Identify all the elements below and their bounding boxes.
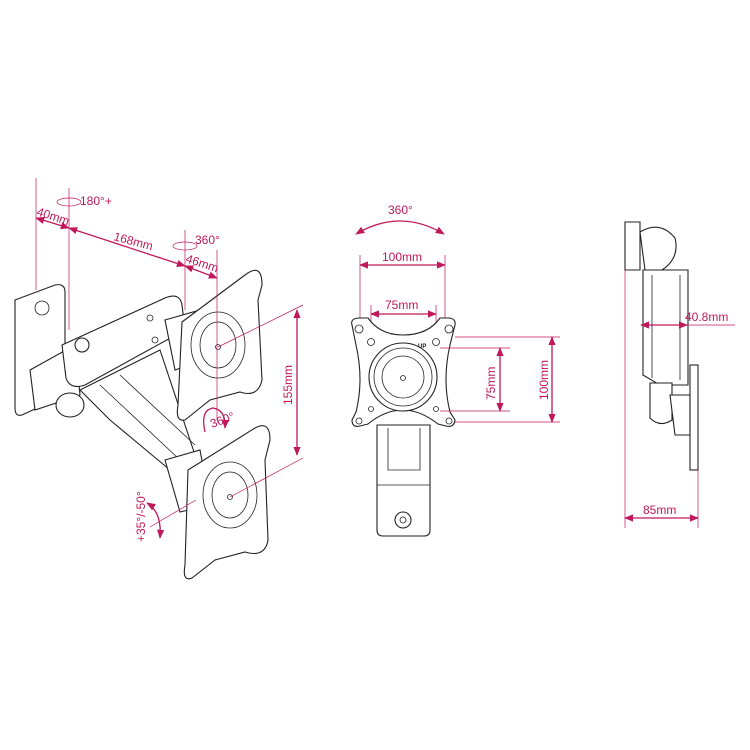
swivel-wall-icon xyxy=(56,197,82,207)
upper-plate-disc xyxy=(190,311,246,379)
dim-height-label: 155mm xyxy=(281,365,295,405)
profile-view: 85mm 40.8mm xyxy=(624,221,735,528)
wall-plate-hole xyxy=(34,300,50,316)
profile-wall-plate xyxy=(624,221,641,271)
up-marker: UP xyxy=(418,344,426,350)
rotation-icon xyxy=(202,407,230,433)
front-rotation-icon xyxy=(355,220,445,235)
profile-tilt-head xyxy=(649,382,673,425)
swivel-head-label: 360° xyxy=(195,233,220,247)
vesa-width-100-label: 100mm xyxy=(382,250,422,264)
profile-arm xyxy=(642,269,689,386)
vesa-width-75-label: 75mm xyxy=(385,298,418,312)
front-plate-disc xyxy=(368,342,438,412)
profile-top-joint xyxy=(639,226,677,271)
dim-wall-offset-label: 40mm xyxy=(35,205,71,229)
vesa-height-100-label: 100mm xyxy=(537,360,551,400)
swivel-wall-label: 180°+ xyxy=(80,194,112,208)
tension-knob xyxy=(74,337,90,353)
front-view: 360° 100mm 75mm UP 75mm 100mm xyxy=(351,203,560,537)
depth-folded-label: 40.8mm xyxy=(685,310,728,324)
swivel-head-icon xyxy=(172,241,198,251)
front-knob xyxy=(394,511,412,529)
lower-plate-disc xyxy=(202,461,258,529)
profile-vesa-plate xyxy=(689,364,699,471)
front-arm xyxy=(376,424,431,537)
perspective-view: 40mm 168mm 46mm 180°+ 360° 155mm 360° +3… xyxy=(14,178,304,580)
dim-head-offset-label: 46mm xyxy=(184,252,220,276)
vesa-height-75-label: 75mm xyxy=(484,367,498,400)
rotation-label: 360° xyxy=(208,409,236,431)
tilt-label: +35°/-50° xyxy=(134,491,148,542)
depth-total-label: 85mm xyxy=(643,503,676,517)
front-rotation-label: 360° xyxy=(388,203,413,217)
wall-joint xyxy=(55,392,85,418)
tilt-icon xyxy=(146,502,165,539)
lower-vesa-plate xyxy=(183,425,271,580)
